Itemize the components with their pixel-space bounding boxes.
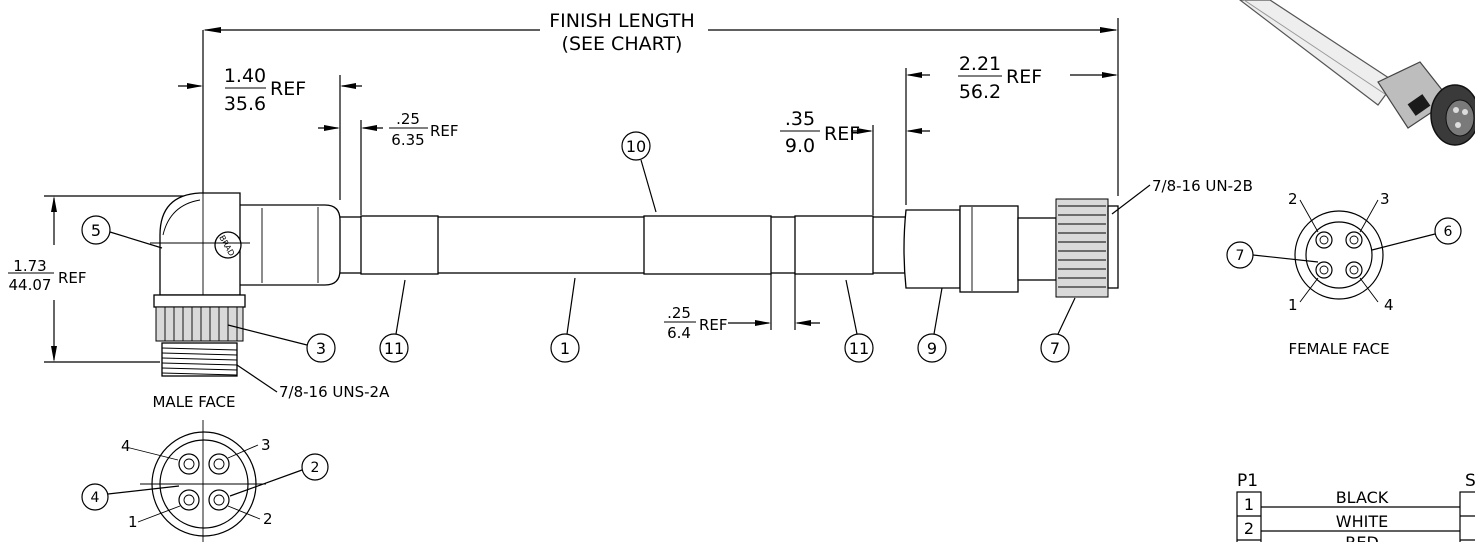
wiring-pin-2: 2 [1244, 519, 1254, 538]
dim-2-21: 2.21 56.2 REF [905, 53, 1118, 205]
svg-text:11: 11 [849, 339, 869, 358]
female-coupling-nut [1055, 198, 1109, 298]
female-face-view: 2 3 1 4 7 6 FEMALE FACE [1226, 190, 1462, 358]
dim-0-25-top-den: 6.35 [391, 131, 424, 149]
callout-1: 1 [550, 277, 580, 363]
connector-photo [1239, 0, 1475, 146]
female-callout-6: 6 [1444, 224, 1453, 240]
female-thread-callout: 7/8-16 UN-2B [1111, 177, 1253, 215]
dim-0-25-bottom-den: 6.4 [667, 324, 691, 342]
male-coupling-nut [155, 306, 244, 342]
male-face-view: MALE FACE 4 3 1 2 4 2 [81, 393, 329, 542]
label-sleeve-left [360, 215, 439, 275]
male-pin-4: 4 [121, 437, 131, 455]
dim-0-25-top-ref: REF [430, 122, 459, 140]
wire-color-red: RED [1345, 533, 1379, 542]
callout-5: 5 [81, 215, 163, 249]
svg-text:11: 11 [384, 339, 404, 358]
male-pin-3: 3 [261, 436, 271, 454]
female-pin-4: 4 [1384, 296, 1394, 314]
wiring-left-header: P1 [1237, 471, 1258, 491]
see-chart-label: (SEE CHART) [562, 33, 683, 55]
female-callout-7: 7 [1236, 248, 1245, 264]
dim-0-35-bottom: 9.0 [785, 135, 815, 157]
dim-2-21-top: 2.21 [959, 53, 1001, 75]
finish-length-label: FINISH LENGTH [549, 10, 694, 32]
dim-1-73-top: 1.73 [13, 257, 46, 275]
female-pin-3: 3 [1380, 190, 1390, 208]
dim-2-21-bottom: 56.2 [959, 81, 1001, 103]
dim-0-35-ref: REF [824, 123, 860, 145]
label-sleeve-right [794, 215, 874, 275]
dim-0-25-top-num: .25 [396, 110, 420, 128]
female-thread-spec: 7/8-16 UN-2B [1152, 177, 1253, 195]
finish-length-dimension: FINISH LENGTH (SEE CHART) [202, 10, 1119, 240]
callout-10: 10 [621, 131, 657, 213]
wiring-pin-1: 1 [1244, 495, 1254, 514]
dim-0-25-top: .25 6.35 REF [318, 110, 459, 215]
dim-1-40-top: 1.40 [224, 65, 266, 87]
callout-3: 3 [227, 324, 336, 363]
dim-1-73-ref: REF [58, 269, 87, 287]
svg-text:9: 9 [927, 339, 937, 358]
svg-text:5: 5 [91, 221, 101, 240]
female-face-title: FEMALE FACE [1288, 340, 1389, 358]
callout-11-left: 11 [379, 279, 409, 363]
dim-1-73-bottom: 44.07 [9, 276, 52, 294]
dim-0-35-top: .35 [785, 108, 815, 130]
dim-0-25-bottom-ref: REF [699, 316, 728, 334]
dim-0-25-bottom-num: .25 [667, 304, 691, 322]
female-pin-1: 1 [1288, 296, 1298, 314]
callout-9: 9 [917, 287, 947, 363]
callout-11-right: 11 [844, 279, 874, 363]
male-pin-1: 1 [128, 513, 138, 531]
wiring-table: P1 S 1 2 3 BLACK WHITE RED [1236, 471, 1475, 542]
svg-text:7: 7 [1050, 339, 1060, 358]
male-connector: BRAD [150, 180, 341, 377]
wire-color-white: WHITE [1336, 512, 1388, 531]
dim-1-40-ref: REF [270, 78, 306, 100]
dim-1-40: 1.40 35.6 REF [178, 65, 362, 200]
label-sleeve-center [643, 215, 772, 275]
female-pin-2: 2 [1288, 190, 1298, 208]
svg-text:10: 10 [626, 137, 646, 156]
wiring-right-header: S [1465, 471, 1475, 491]
male-thread-callout: 7/8-16 UNS-2A [236, 364, 390, 401]
svg-text:1: 1 [560, 339, 570, 358]
callout-7: 7 [1040, 297, 1076, 363]
wire-color-black: BLACK [1336, 488, 1389, 507]
brand-logo [214, 231, 242, 259]
dim-0-35: .35 9.0 REF [780, 108, 930, 215]
male-callout-2: 2 [311, 460, 320, 476]
male-callout-4: 4 [91, 490, 100, 506]
female-connector [903, 198, 1119, 298]
male-pin-2: 2 [263, 510, 273, 528]
dim-1-40-bottom: 35.6 [224, 93, 266, 115]
male-face-title: MALE FACE [152, 393, 235, 411]
dim-0-25-bottom: .25 6.4 REF [664, 260, 820, 342]
svg-text:3: 3 [316, 339, 326, 358]
dim-2-21-ref: REF [1006, 66, 1042, 88]
male-thread-spec: 7/8-16 UNS-2A [279, 383, 390, 401]
dim-1-73: 1.73 44.07 REF [8, 195, 205, 363]
